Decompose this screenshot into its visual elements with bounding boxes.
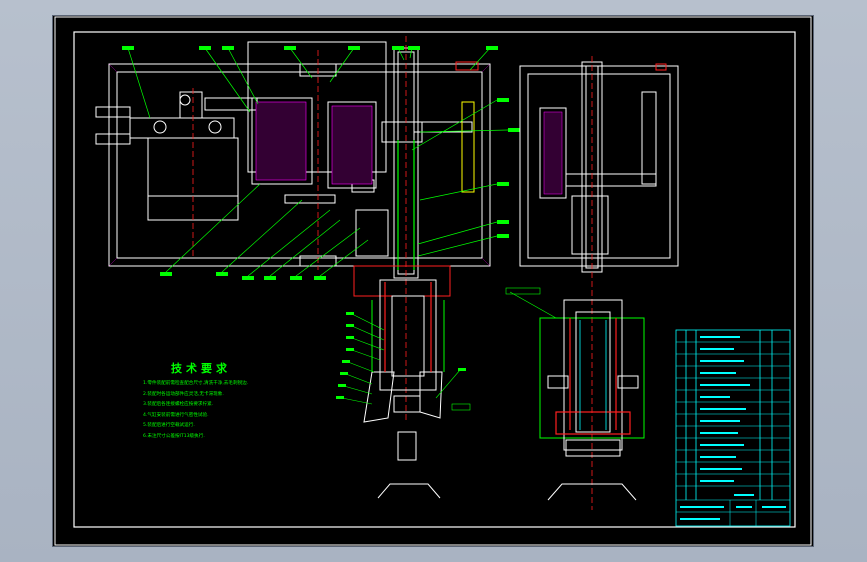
tech-requirement-5: 5.装配后进行空载试运行.	[143, 423, 195, 428]
side-plate	[461, 101, 475, 193]
drawing-border-inner	[73, 31, 796, 528]
gear-hatch	[255, 101, 373, 185]
side-top-clamp	[655, 63, 667, 71]
gear-assembly	[247, 41, 389, 267]
dimension-callout	[451, 403, 471, 411]
tech-requirement-4: 4.气缸安装前需进行气密性试验.	[143, 412, 209, 418]
side-leader	[509, 291, 557, 319]
gripper-red-rods	[384, 282, 432, 372]
main-shaft	[381, 47, 473, 279]
side-view-hatch	[543, 111, 563, 195]
motor-bolts	[153, 94, 222, 134]
title-block-rows	[676, 341, 790, 526]
balloons-left	[122, 46, 520, 280]
top-clamp	[455, 61, 479, 71]
tech-requirement-2: 2.装配时各运动部件应灵活,无卡滞现象.	[143, 391, 224, 397]
tech-requirement-3: 3.装配后各连接螺栓应按要求拧紧.	[143, 402, 214, 407]
gripper-balloons	[336, 312, 466, 399]
gripper-right-cyan	[579, 320, 607, 430]
side-callout-box	[505, 287, 541, 295]
gripper-right-view	[539, 299, 645, 501]
gripper-green-lines	[371, 300, 445, 372]
side-view-housing	[519, 61, 679, 273]
tech-requirement-6: 6.未注尺寸公差按IT13级执行.	[143, 433, 205, 439]
title-block-text-marks	[680, 336, 786, 520]
tech-requirement-1: 1.零件装配前需检查配合尺寸,清洗干净,去毛刺锐边.	[143, 381, 249, 386]
title-block	[675, 329, 791, 527]
housing-hatch	[108, 63, 491, 267]
gripper-left-view	[353, 265, 451, 499]
leader-lines-left	[127, 47, 509, 277]
drive-motor	[95, 91, 258, 221]
shaft-green-detail	[397, 140, 415, 270]
gripper-right-red	[555, 318, 631, 435]
tech-requirements-title: 技术要求	[171, 362, 231, 375]
gripper-leader-lines	[341, 313, 461, 405]
tech-requirements: 技术要求 1.零件装配前需检查配合尺寸,清洗干净,去毛刺锐边. 2.装配时各运动…	[143, 360, 363, 442]
drawing-border-outer	[54, 16, 812, 546]
